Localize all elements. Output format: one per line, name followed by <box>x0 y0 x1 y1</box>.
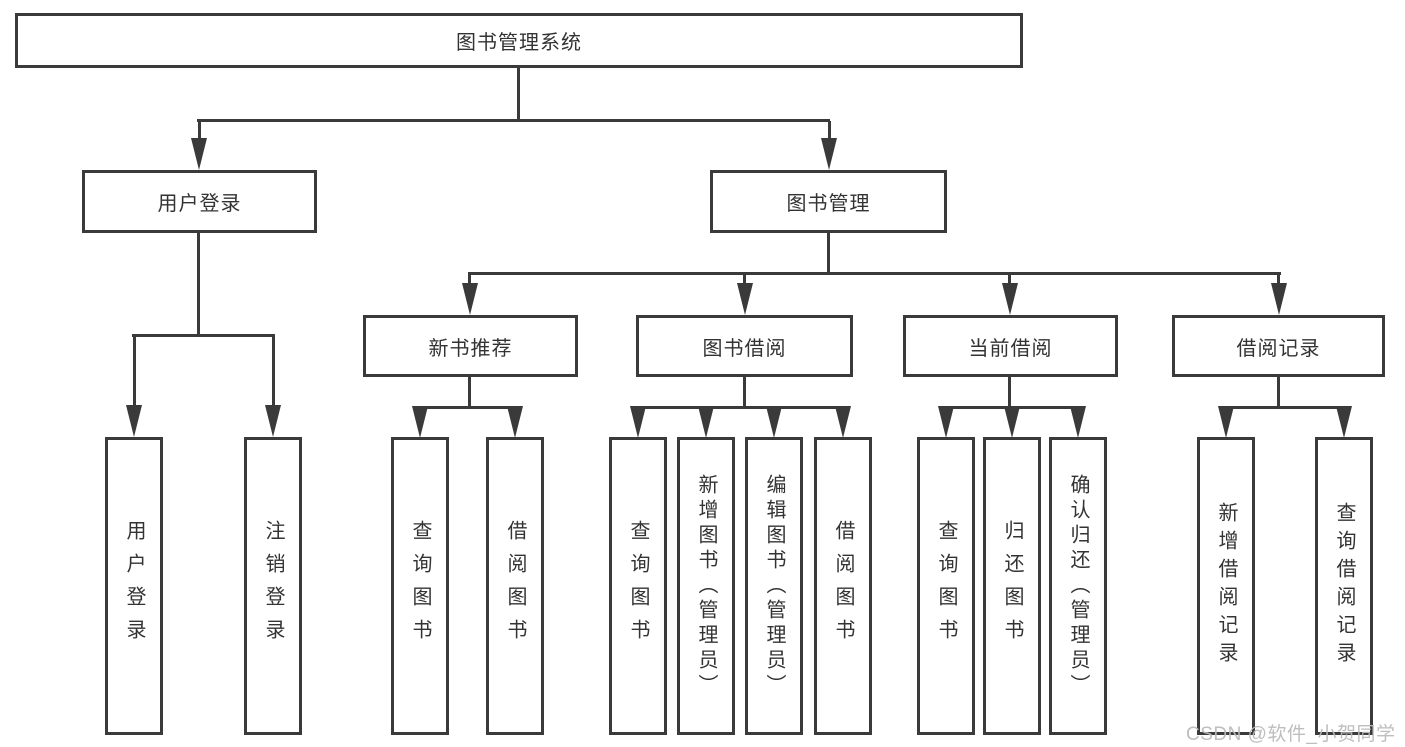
leaf-label: 新增借阅记录 <box>1215 502 1237 670</box>
connector-line <box>743 376 746 409</box>
leaf-label: 确认归还（管理员） <box>1067 473 1089 699</box>
arrow-down-icon <box>507 406 523 438</box>
leaf-user-login: 用户登录 <box>105 437 163 735</box>
leaf-label: 借阅图书 <box>832 520 854 652</box>
arrow-down-icon <box>191 138 207 170</box>
arrow-down-icon <box>462 283 478 315</box>
connector-line <box>468 376 471 409</box>
leaf-label: 查询图书 <box>627 520 649 652</box>
connector-line <box>468 272 1281 275</box>
arrow-down-icon <box>1271 283 1287 315</box>
leaf-label: 编辑图书（管理员） <box>763 473 785 699</box>
leaf-add-books-admin: 新增图书（管理员） <box>677 437 735 735</box>
watermark: CSDN @软件_小贺同学 <box>1186 724 1396 745</box>
leaf-query-books-current: 查询图书 <box>917 437 975 735</box>
node-user-login: 用户登录 <box>82 170 317 233</box>
arrow-down-icon <box>1004 406 1020 438</box>
leaf-label: 查询借阅记录 <box>1333 502 1355 670</box>
node-label: 当前借阅 <box>968 337 1053 360</box>
arrow-down-icon <box>630 406 646 438</box>
node-library-system: 图书管理系统 <box>15 13 1023 68</box>
leaf-query-books-borrow: 查询图书 <box>609 437 667 735</box>
connector-line <box>1277 274 1280 285</box>
node-borrow-records: 借阅记录 <box>1172 315 1385 377</box>
node-new-book-recommend: 新书推荐 <box>363 315 578 377</box>
node-label: 图书管理系统 <box>456 32 582 54</box>
arrow-down-icon <box>698 406 714 438</box>
connector-line <box>517 66 520 122</box>
connector-line <box>468 274 471 285</box>
arrow-down-icon <box>1336 406 1352 438</box>
arrow-down-icon <box>835 406 851 438</box>
leaf-logout: 注销登录 <box>244 437 302 735</box>
arrow-down-icon <box>1070 406 1086 438</box>
connector-line <box>133 336 136 408</box>
leaf-add-borrow-record: 新增借阅记录 <box>1197 437 1255 735</box>
leaf-query-borrow-record: 查询借阅记录 <box>1315 437 1373 735</box>
connector-line <box>636 406 845 409</box>
leaf-label: 查询图书 <box>935 520 957 652</box>
connector-line <box>1277 376 1280 409</box>
node-label: 用户登录 <box>157 193 242 215</box>
arrow-down-icon <box>126 405 142 437</box>
arrow-down-icon <box>737 283 753 315</box>
connector-line <box>1008 274 1011 285</box>
leaf-query-books-recommend: 查询图书 <box>391 437 449 735</box>
arrow-down-icon <box>1002 283 1018 315</box>
leaf-label: 新增图书（管理员） <box>695 473 717 699</box>
node-label: 新书推荐 <box>428 337 513 360</box>
connector-line <box>743 274 746 285</box>
leaf-borrow-books: 借阅图书 <box>814 437 872 735</box>
leaf-label: 用户登录 <box>123 520 145 652</box>
arrow-down-icon <box>938 406 954 438</box>
connector-line <box>827 233 830 275</box>
connector-line <box>132 334 275 337</box>
leaf-return-books: 归还图书 <box>983 437 1041 735</box>
leaf-label: 归还图书 <box>1001 520 1023 652</box>
node-book-management: 图书管理 <box>710 170 947 233</box>
leaf-edit-books-admin: 编辑图书（管理员） <box>745 437 803 735</box>
connector-line <box>272 336 275 408</box>
arrow-down-icon <box>265 405 281 437</box>
connector-line <box>197 233 200 337</box>
leaf-borrow-books-recommend: 借阅图书 <box>486 437 544 735</box>
connector-line <box>1224 406 1346 409</box>
connector-line <box>418 406 518 409</box>
leaf-confirm-return-admin: 确认归还（管理员） <box>1049 437 1107 735</box>
arrow-down-icon <box>1218 406 1234 438</box>
connector-line <box>1008 376 1011 409</box>
arrow-down-icon <box>412 406 428 438</box>
node-label: 图书管理 <box>786 193 871 215</box>
node-current-borrow: 当前借阅 <box>903 315 1118 377</box>
connector-line <box>828 121 831 140</box>
arrow-down-icon <box>821 138 837 170</box>
connector-line <box>197 119 830 122</box>
connector-line <box>198 121 201 140</box>
arrow-down-icon <box>766 406 782 438</box>
leaf-label: 注销登录 <box>262 520 284 652</box>
node-label: 图书借阅 <box>702 337 787 360</box>
node-label: 借阅记录 <box>1236 337 1321 360</box>
node-book-borrow: 图书借阅 <box>636 315 853 377</box>
leaf-label: 借阅图书 <box>504 520 526 652</box>
leaf-label: 查询图书 <box>409 520 431 652</box>
